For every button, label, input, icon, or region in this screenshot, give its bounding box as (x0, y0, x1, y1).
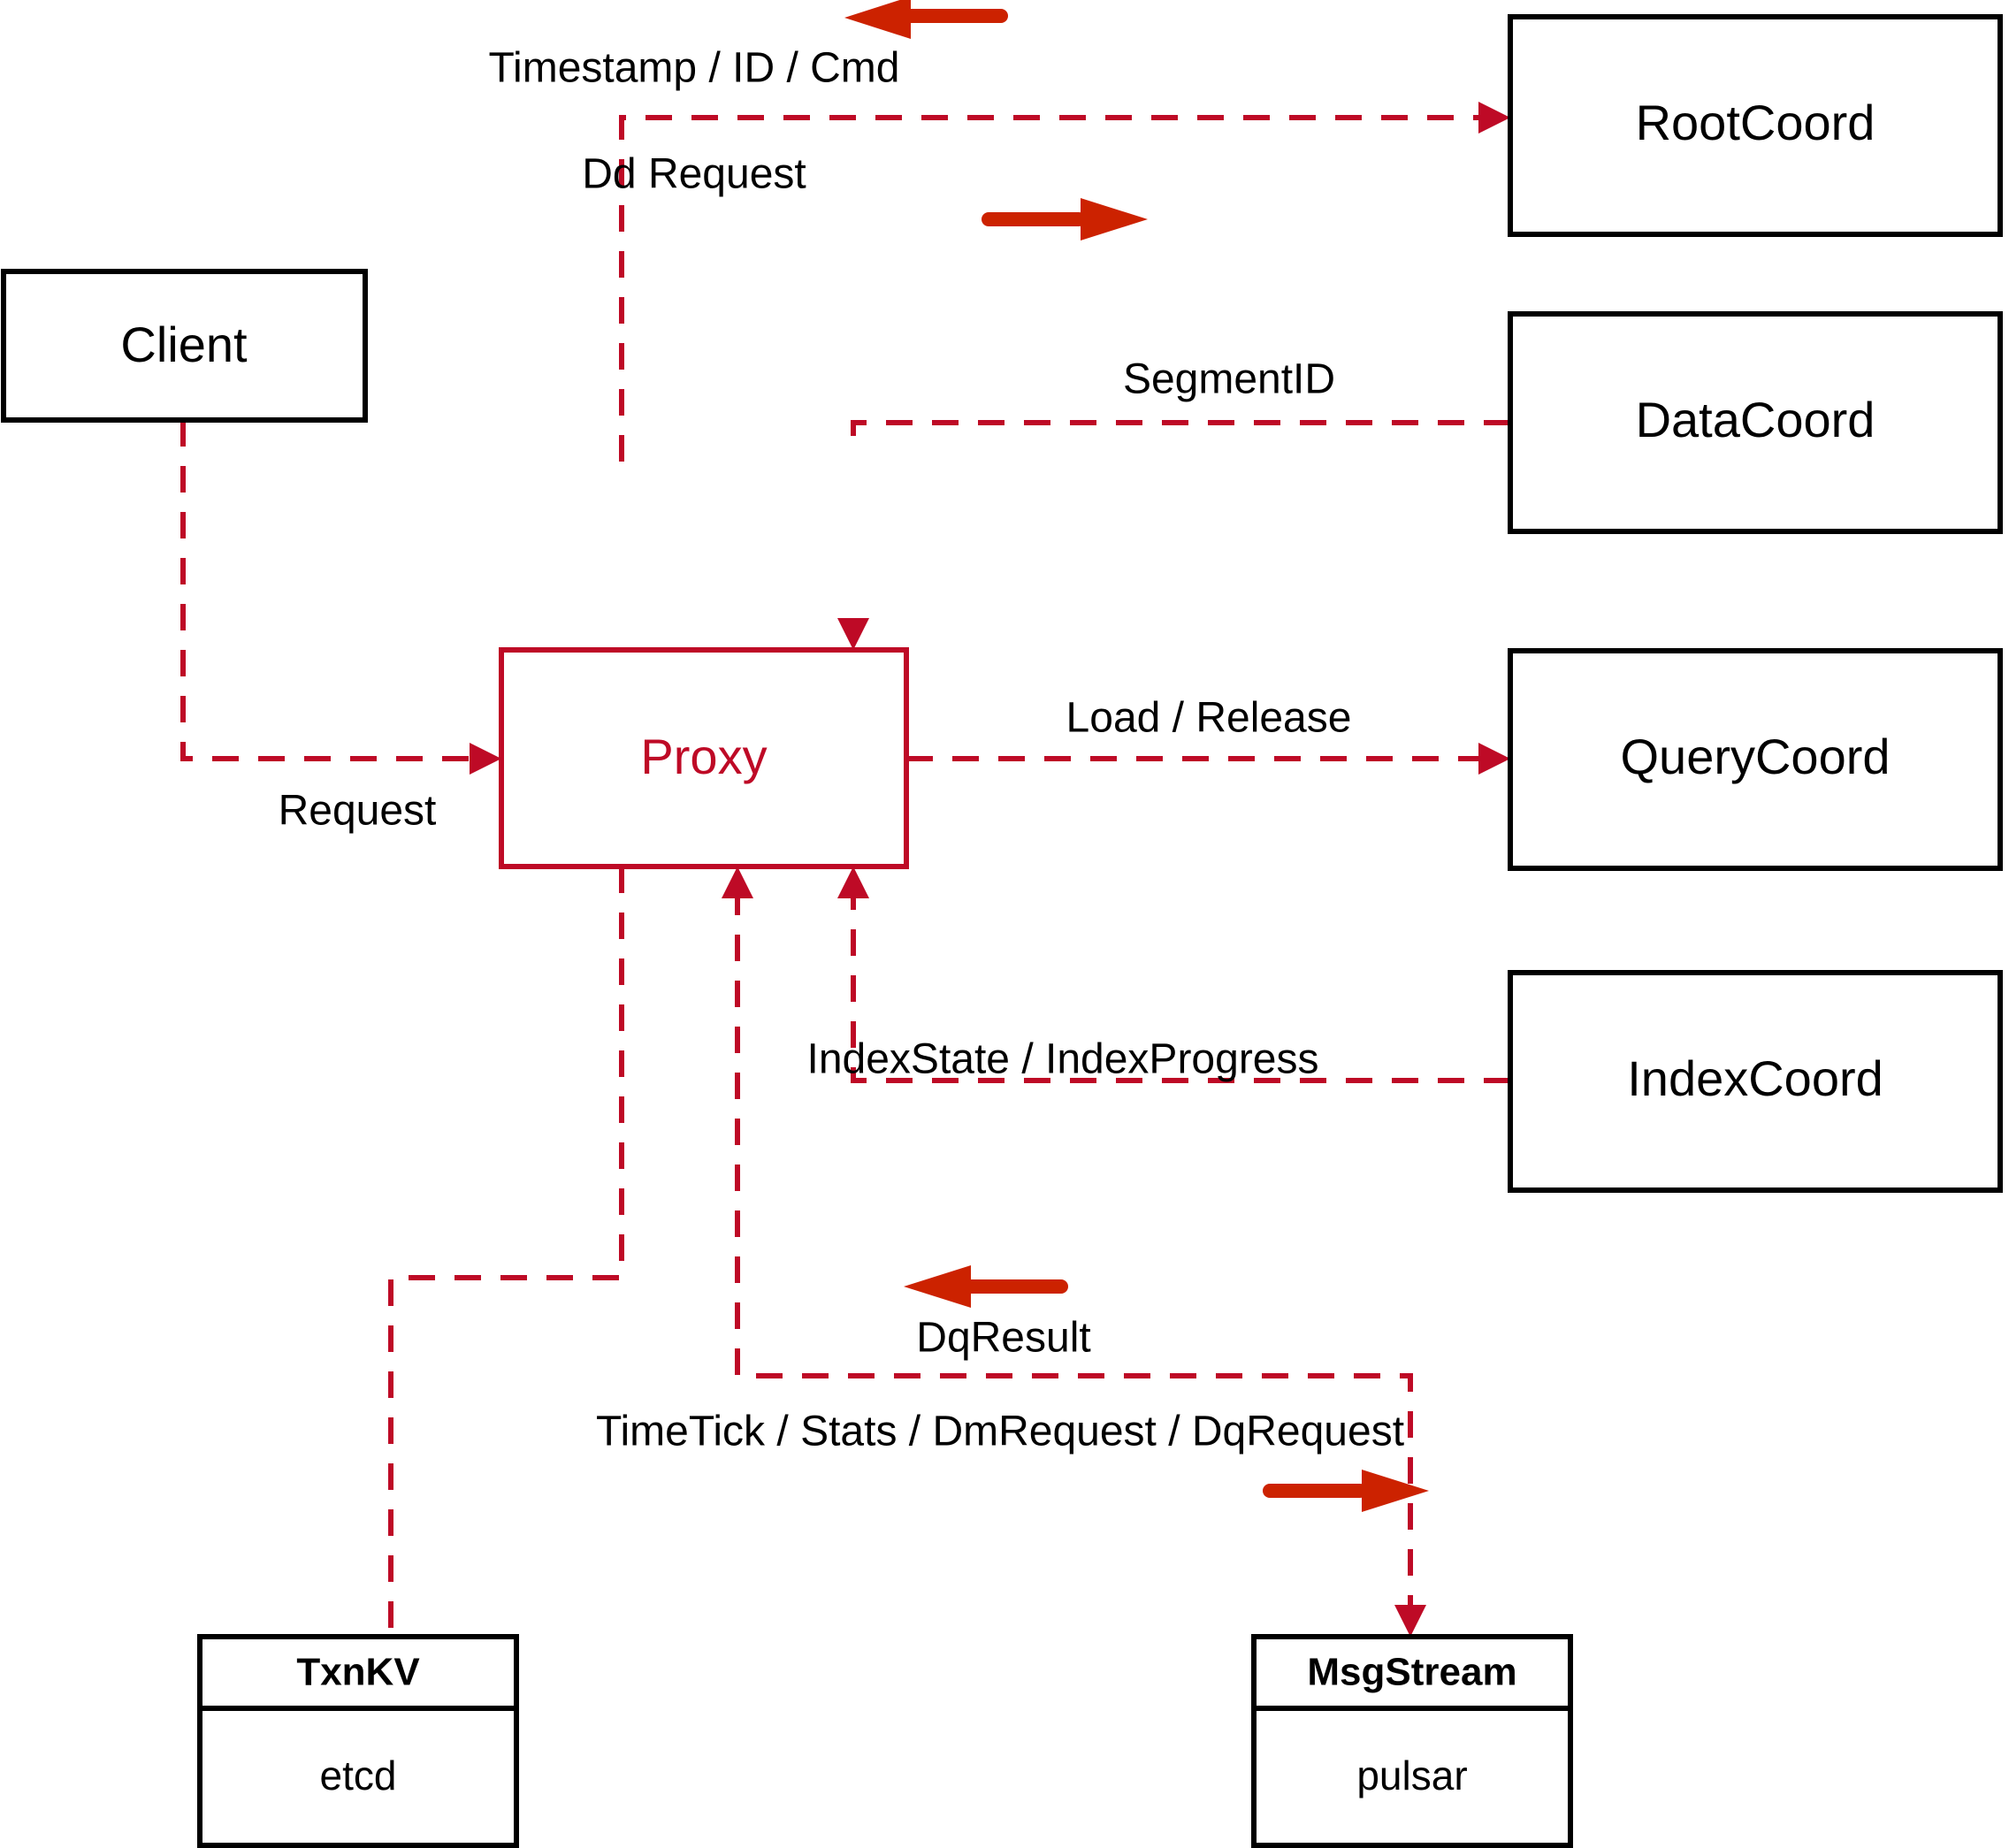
node-msgstream-sublabel: pulsar (1356, 1753, 1467, 1798)
edge-segment-id (837, 420, 1510, 650)
node-rootcoord[interactable]: RootCoord (1508, 14, 2003, 237)
node-querycoord-label: QueryCoord (1620, 729, 1890, 784)
node-client-label: Client (120, 317, 248, 372)
edge-index-state (837, 867, 1510, 1083)
node-msgstream[interactable]: MsgStream pulsar (1251, 1634, 1573, 1848)
node-indexcoord-label: IndexCoord (1627, 1050, 1883, 1106)
node-proxy[interactable]: Proxy (499, 647, 909, 869)
node-rootcoord-label: RootCoord (1636, 95, 1875, 150)
edge-txnkv (388, 867, 624, 1637)
node-datacoord-label: DataCoord (1636, 392, 1875, 447)
node-txnkv-label: TxnKV (296, 1651, 420, 1694)
node-txnkv-sublabel: etcd (320, 1753, 397, 1798)
bold-arrow-timestamp-left (844, 0, 1008, 39)
edge-label-dd-request: Dd Request (582, 151, 806, 198)
edge-label-index-state-progress: IndexState / IndexProgress (807, 1036, 1319, 1083)
edge-label-request: Request (279, 788, 437, 835)
node-proxy-label: Proxy (640, 729, 767, 784)
node-client[interactable]: Client (1, 269, 368, 423)
edge-label-dq-result: DqResult (916, 1315, 1090, 1362)
bold-arrow-timetick-right (1263, 1470, 1429, 1512)
edge-request (180, 420, 501, 775)
node-datacoord[interactable]: DataCoord (1508, 311, 2003, 534)
edge-dd-request (619, 102, 1510, 462)
node-txnkv[interactable]: TxnKV etcd (197, 1634, 519, 1848)
node-msgstream-label: MsgStream (1307, 1651, 1516, 1694)
node-querycoord[interactable]: QueryCoord (1508, 648, 2003, 871)
edge-label-segment-id: SegmentID (1123, 356, 1335, 403)
bold-arrow-dqresult-left (904, 1265, 1068, 1308)
edge-load-release (906, 743, 1510, 775)
bold-arrow-dd-request-right (982, 198, 1148, 241)
edge-label-timetick-stats: TimeTick / Stats / DmRequest / DqRequest (596, 1409, 1404, 1455)
node-indexcoord[interactable]: IndexCoord (1508, 970, 2003, 1193)
edge-label-load-release: Load / Release (1066, 695, 1352, 742)
edge-label-timestamp-id-cmd: Timestamp / ID / Cmd (489, 45, 900, 92)
edge-msgstream (722, 867, 1426, 1637)
